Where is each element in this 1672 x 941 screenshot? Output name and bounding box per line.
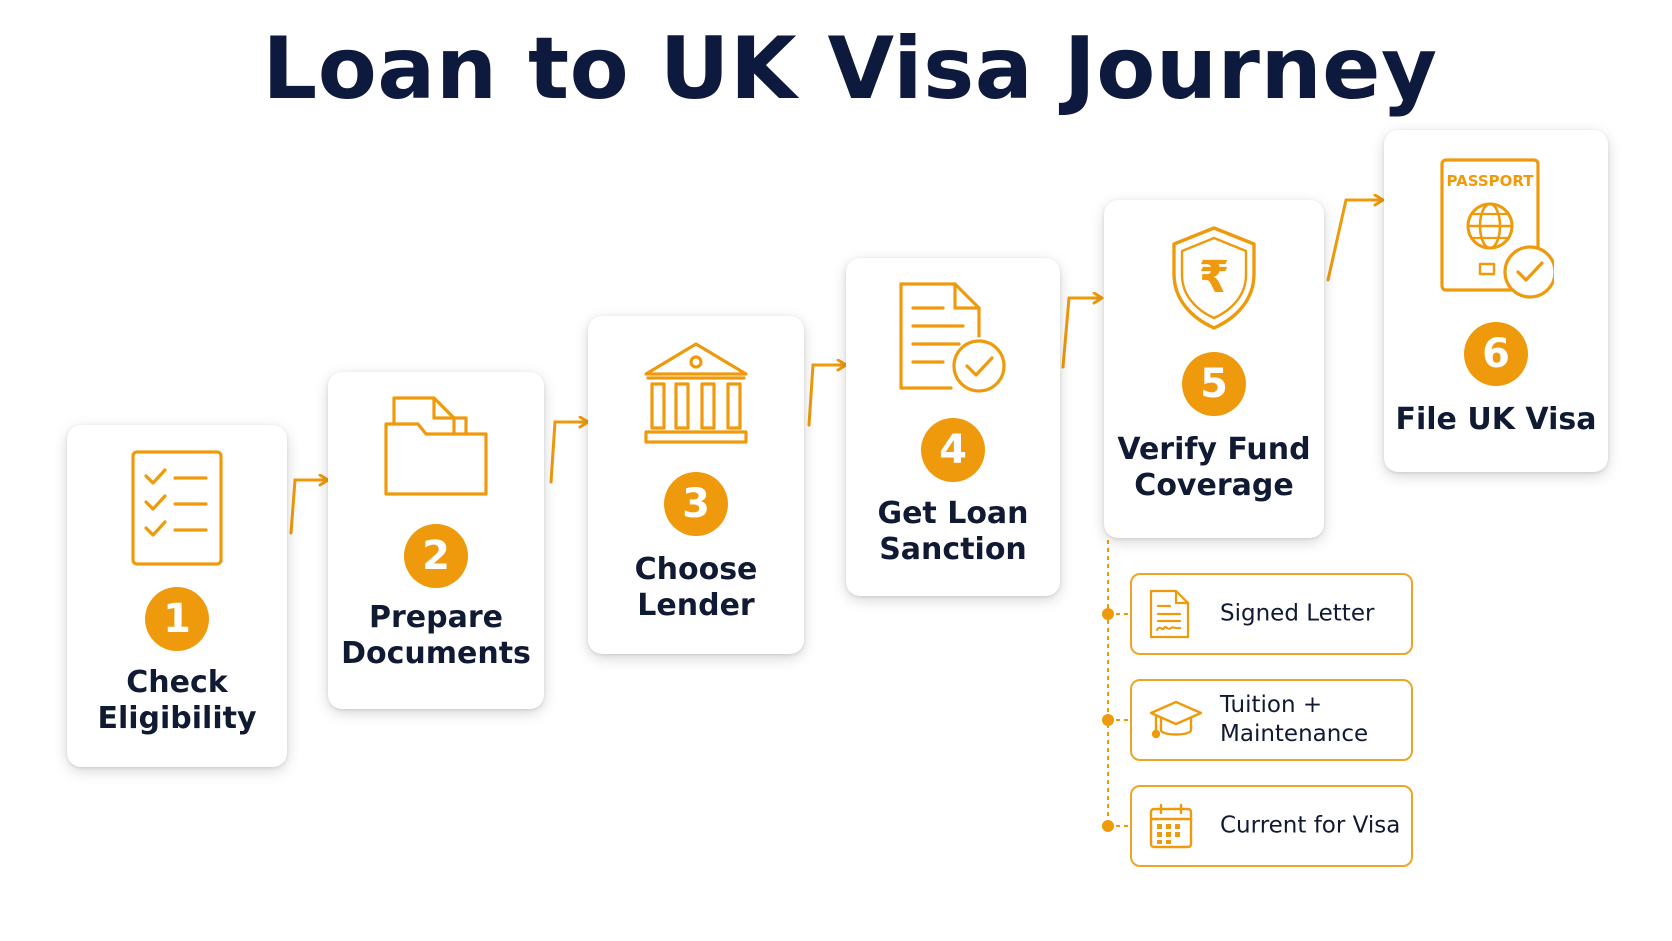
step-label: Check Eligibility [97, 665, 257, 736]
rupee-shield-icon: ₹ [1172, 226, 1256, 330]
step-card-choose-lender: 3 Choose Lender [588, 316, 804, 654]
branch-dot-1 [1102, 608, 1114, 620]
step-number-badge: 2 [404, 524, 468, 588]
graduation-cap-icon [1149, 700, 1203, 739]
step-number-badge: 3 [664, 472, 728, 536]
detail-card-signed-letter: Signed Letter [1130, 573, 1413, 655]
branch-dot-3 [1102, 820, 1114, 832]
detail-card-current-for-visa: Current for Visa [1130, 785, 1413, 867]
step-card-file-uk-visa: PASSPORT 6 File UK Visa [1384, 130, 1608, 472]
page-title: Loan to UK Visa Journey [262, 19, 1438, 119]
connector-2-3 [549, 422, 587, 484]
step-label: Choose Lender [634, 552, 758, 623]
step-card-get-loan-sanction: 4 Get Loan Sanction [846, 258, 1060, 596]
step-card-check-eligibility: 1 Check Eligibility [67, 425, 287, 767]
step-card-prepare-documents: 2 Prepare Documents [328, 372, 544, 709]
branch-dot-2 [1102, 714, 1114, 726]
connector-4-5 [1061, 298, 1101, 369]
step-label: Prepare Documents [341, 600, 531, 671]
bank-icon [644, 342, 748, 444]
step-card-verify-fund-coverage: ₹ 5 Verify Fund Coverage [1104, 200, 1324, 538]
detail-label: Current for Visa [1220, 812, 1401, 839]
step-label: Get Loan Sanction [877, 496, 1029, 567]
checklist-icon [131, 450, 223, 566]
document-check-icon [899, 282, 1006, 393]
connector-1-2 [289, 480, 327, 535]
calendar-icon [1149, 803, 1193, 849]
detail-label: Signed Letter [1220, 600, 1375, 627]
passport-text: PASSPORT [1446, 172, 1534, 190]
rupee-symbol: ₹ [1199, 252, 1230, 303]
connector-3-4 [807, 365, 845, 427]
step-label: File UK Visa [1395, 402, 1597, 437]
step-number-badge: 1 [145, 587, 209, 651]
connector-5-6 [1326, 200, 1382, 282]
detail-label: Tuition + Maintenance [1220, 692, 1369, 747]
step-number-badge: 4 [921, 418, 985, 482]
passport-check-icon: PASSPORT [1440, 158, 1554, 299]
step-label: Verify Fund Coverage [1117, 432, 1311, 503]
step-number-badge: 5 [1182, 352, 1246, 416]
detail-card-tuition-maintenance: Tuition + Maintenance [1130, 679, 1413, 761]
folder-icon [384, 396, 488, 496]
step-number-badge: 6 [1464, 322, 1528, 386]
signed-document-icon [1149, 589, 1190, 639]
